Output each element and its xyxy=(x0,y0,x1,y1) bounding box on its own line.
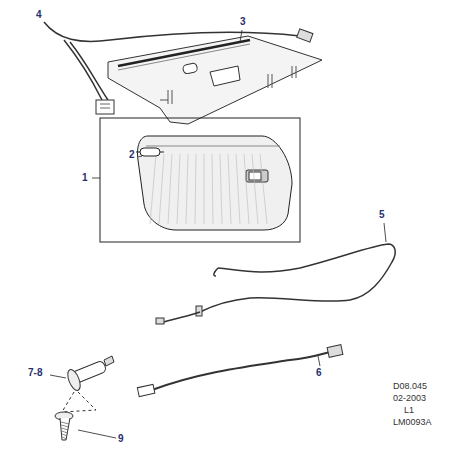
lens-texture xyxy=(260,154,267,224)
callout-number: 6 xyxy=(316,368,322,378)
lens-texture xyxy=(212,154,213,224)
lens-texture xyxy=(204,154,205,224)
lens-texture xyxy=(159,154,164,224)
lens-texture xyxy=(168,154,172,224)
callout-number: 4 xyxy=(36,10,42,20)
callout-number: 2 xyxy=(129,150,135,160)
drawing-code: L1 xyxy=(404,406,414,415)
screw-thread xyxy=(62,431,68,433)
callout-number: 1 xyxy=(82,173,88,183)
screw-thread xyxy=(62,434,67,436)
lens-texture xyxy=(186,154,188,224)
lens-texture xyxy=(150,154,156,224)
drawing-date: 02-2003 xyxy=(393,394,426,403)
lens-texture xyxy=(177,154,180,224)
lens-texture xyxy=(236,154,240,224)
lens-texture xyxy=(244,154,249,224)
screw-thread xyxy=(63,437,67,439)
callout-number: 7-8 xyxy=(28,368,42,378)
screw-thread xyxy=(61,422,69,424)
lens-texture xyxy=(195,154,196,224)
callout-number: 3 xyxy=(240,17,246,27)
callout-number: 9 xyxy=(118,434,124,444)
screw-thread xyxy=(62,428,68,430)
drawing-reference: D08.045 xyxy=(393,382,427,391)
screw-thread xyxy=(61,425,68,427)
lens-texture xyxy=(228,154,231,224)
lens-texture xyxy=(220,154,222,224)
lens-texture xyxy=(252,154,258,224)
drawing-number: LM0093A xyxy=(393,418,432,427)
callout-number: 5 xyxy=(379,210,385,220)
